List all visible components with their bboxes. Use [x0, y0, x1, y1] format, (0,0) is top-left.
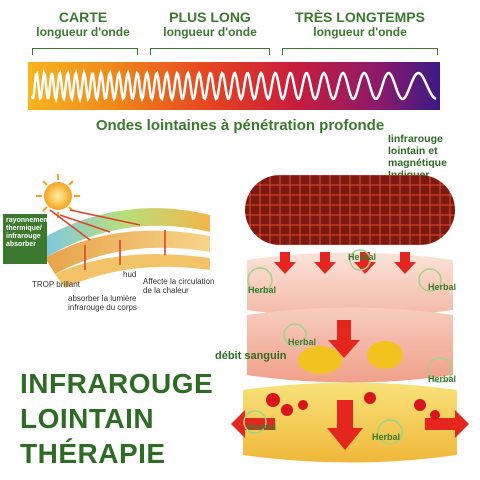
- band-short-subtitle: longueur d'onde: [36, 25, 130, 39]
- title-line-1: INFRAROUGE: [20, 368, 214, 399]
- herbal-label-7: Herbal: [372, 432, 401, 442]
- radiation-label-box: rayonnement thermique/ infrarouge absorb…: [3, 214, 50, 264]
- herbal-label-6: Herbal: [248, 422, 277, 432]
- tissue-diagram: [231, 175, 469, 463]
- band-longest-title: TRÈS LONGTEMPS: [295, 9, 425, 25]
- herbal-label-5: Herbal: [428, 374, 457, 384]
- label-absorber: absorber la lumière infrarouge du corps: [68, 294, 137, 312]
- herbal-label-3: Herbal: [428, 282, 457, 292]
- band-longer: PLUS LONG longueur d'onde: [150, 10, 270, 38]
- title-line-3: THÉRAPIE: [20, 438, 166, 469]
- band-short: CARTE longueur d'onde: [28, 10, 138, 38]
- bracket-short: [32, 48, 138, 55]
- title-line-2: LOINTAIN: [20, 403, 155, 434]
- spectrum-caption: Ondes lointaines à pénétration profonde: [95, 117, 385, 134]
- band-longest: TRÈS LONGTEMPS longueur d'onde: [285, 10, 435, 38]
- label-trop-brillant: TROP brillant: [32, 280, 80, 289]
- herbal-label-1: Herbal: [348, 252, 377, 262]
- skin-layers-diagram: [36, 174, 210, 288]
- band-longer-subtitle: longueur d'onde: [163, 25, 257, 39]
- bracket-longest: [282, 48, 438, 55]
- bracket-longer: [150, 48, 270, 55]
- heating-pad: [245, 175, 455, 245]
- blood-flow-label: débit sanguin: [215, 350, 287, 362]
- label-hud: hud: [123, 270, 137, 279]
- wave-line: [30, 68, 437, 104]
- wavelength-spectrum: [28, 62, 440, 110]
- band-short-title: CARTE: [58, 9, 108, 25]
- band-longer-title: PLUS LONG: [169, 9, 251, 25]
- sun-icon: [36, 174, 80, 218]
- label-affecte: Affecte la circulation de la chaleur: [143, 277, 215, 295]
- herbal-label-4: Herbal: [288, 337, 317, 347]
- band-longest-subtitle: longueur d'onde: [313, 25, 407, 39]
- herbal-label-2: Herbal: [248, 285, 277, 295]
